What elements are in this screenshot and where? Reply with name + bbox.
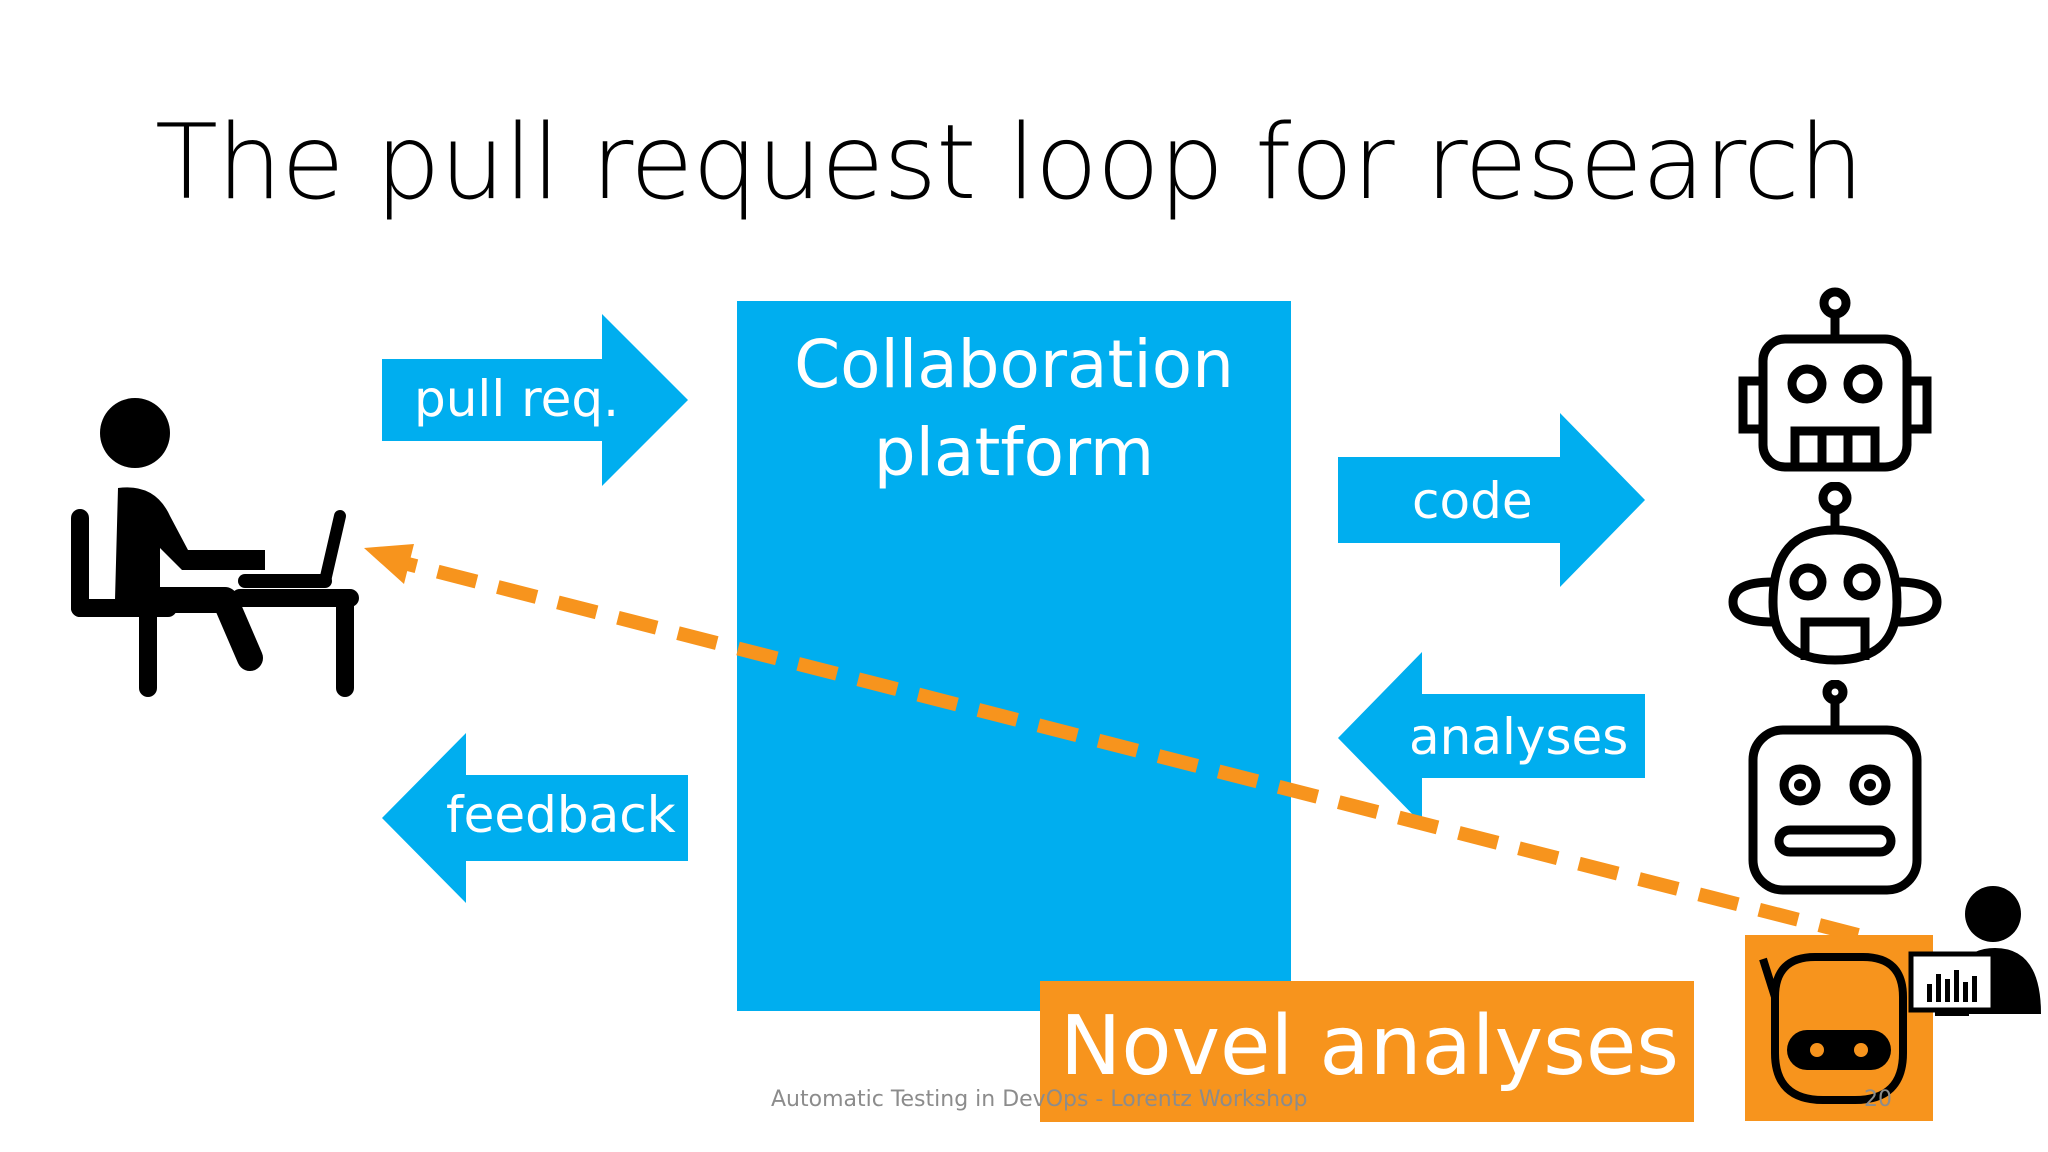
robot-square-head-icon: [1738, 287, 1932, 472]
pull-request-label: pull req.: [414, 370, 619, 428]
platform-label-line2: platform: [873, 414, 1155, 491]
robot-round-head-icon: [1728, 482, 1942, 665]
novel-analyses-label: Novel analyses: [1060, 999, 1680, 1094]
slide-footer: Automatic Testing in DevOps - Lorentz Wo…: [771, 1087, 1308, 1112]
robot-antenna-icon: [1748, 680, 1922, 895]
platform-label-line1: Collaboration: [794, 326, 1234, 403]
person-at-laptop-icon: [71, 398, 359, 697]
pull-request-arrow: [382, 314, 688, 486]
slide-number: 20: [1864, 1087, 1892, 1112]
collaboration-platform-box: Collaboration platform: [737, 301, 1291, 1011]
code-arrow: [1338, 413, 1645, 587]
robot-orange-icon: [1745, 935, 1933, 1121]
code-label: code: [1412, 472, 1533, 530]
slide-title: The pull request loop for research: [155, 103, 1864, 223]
analyst-person-icon: [1908, 886, 2041, 1016]
novel-analyses-box: Novel analyses: [1040, 981, 1694, 1122]
feedback-label: feedback: [446, 786, 676, 844]
analyses-label: analyses: [1409, 708, 1629, 766]
collaboration-platform-label: Collaboration platform: [737, 321, 1291, 497]
